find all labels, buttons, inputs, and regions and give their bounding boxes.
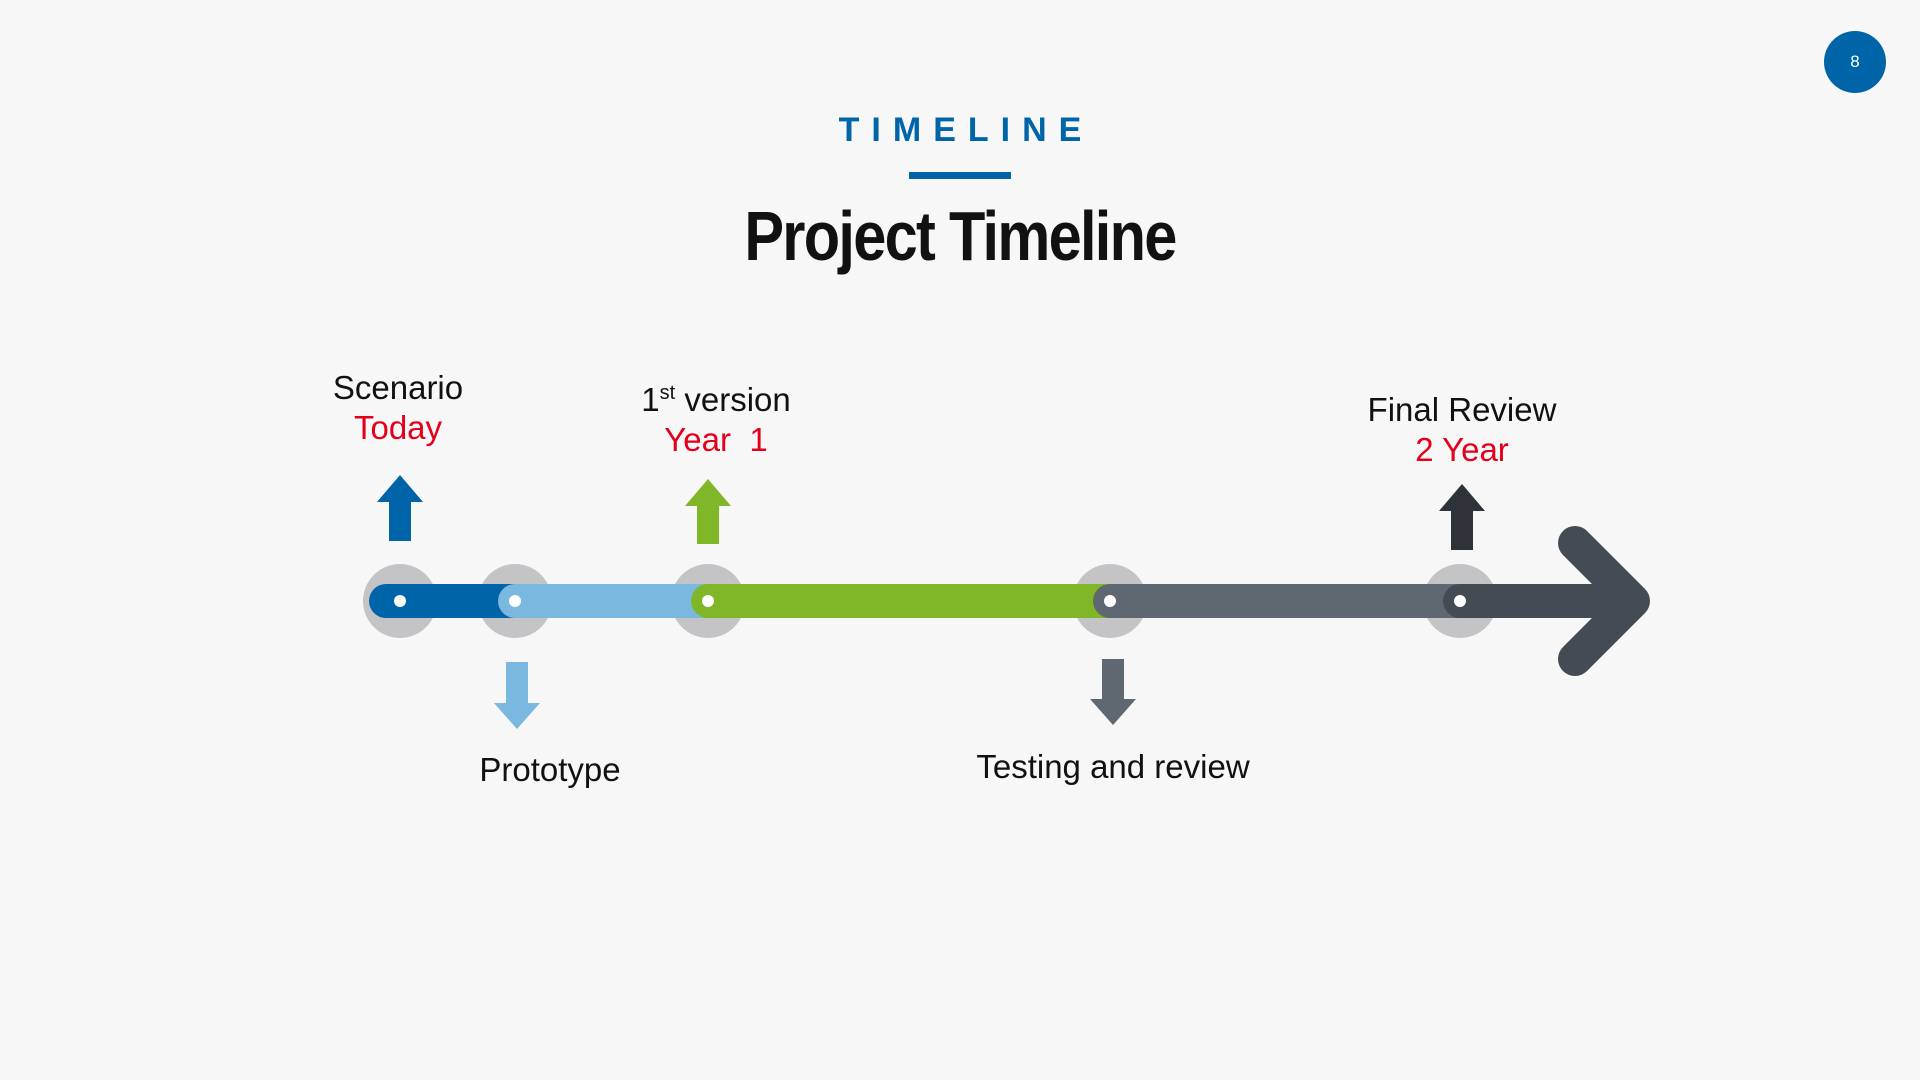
arrow-up-icon [685,479,731,544]
page-number-badge: 8 [1824,31,1886,93]
milestone-scenario-label: Scenario [332,369,464,406]
milestone-scenario-time: Today [353,409,443,446]
milestone-prototype: Prototype [479,750,620,790]
milestone-first-version: 1st version Year 1 [641,380,790,460]
milestone-final-review-label: Final Review [1367,391,1557,428]
milestone-testing: Testing and review [976,747,1249,787]
milestone-first-version-time: Year 1 [664,421,768,458]
milestone-prototype-label: Prototype [479,751,621,788]
arrow-down-icon [1090,659,1136,725]
node-dot-testing [1104,595,1116,607]
arrow-down-icon [494,662,540,729]
arrow-up-icon [377,475,423,541]
milestone-first-version-label: version [684,381,791,418]
node-dot-final-review [1454,595,1466,607]
milestone-first-version-num: 1 [641,381,660,418]
milestone-testing-label: Testing and review [976,748,1250,785]
arrow-up-icon [1439,484,1485,550]
section-kicker: TIMELINE [838,111,1094,149]
node-dot-first-version [702,595,714,607]
milestone-first-version-sup: st [659,382,676,404]
arrow-right-icon [1558,526,1650,676]
node-dot-prototype [509,595,521,607]
milestone-scenario: Scenario Today [333,368,463,448]
milestone-final-review: Final Review 2 Year [1368,390,1557,470]
title-underline [909,172,1011,179]
page-title: Project Timeline [744,197,1177,275]
node-dot-scenario [394,595,406,607]
milestone-final-review-time: 2 Year [1415,431,1509,468]
